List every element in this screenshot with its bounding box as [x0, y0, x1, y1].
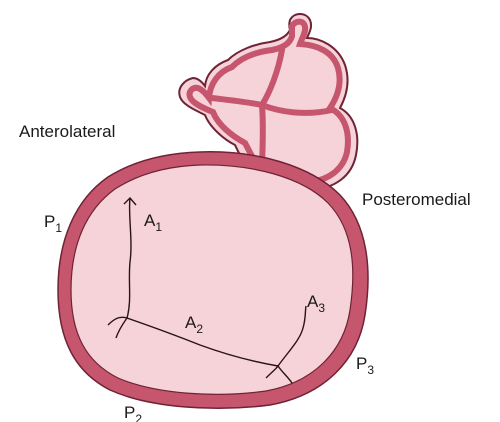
mitral-valve	[58, 152, 368, 408]
mitral-valve-orifice	[71, 165, 353, 394]
p2-label: P2	[124, 403, 142, 422]
p1-label: P1	[44, 212, 62, 235]
p3-label: P3	[356, 354, 374, 377]
anterolateral-label: Anterolateral	[19, 122, 115, 141]
posteromedial-label: Posteromedial	[362, 190, 471, 209]
